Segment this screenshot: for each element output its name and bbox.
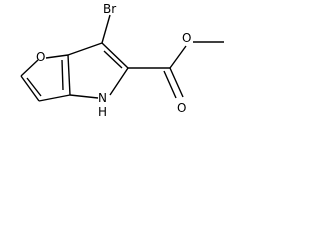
bond-fusion-c3a-c6a bbox=[67, 54, 71, 96]
bond-carbonyl-c-o-double-a bbox=[169, 67, 184, 98]
bond-furan-o-c6a bbox=[45, 54, 69, 59]
bond-pyrrole-c7-c5 bbox=[101, 42, 129, 69]
bond-furan-o-c2 bbox=[20, 59, 39, 77]
atom-carbonyl-oxygen: O bbox=[177, 101, 186, 115]
carbonyl-oxygen-label: O bbox=[177, 101, 186, 115]
pyrrole-nh-hydrogen-label: H bbox=[98, 105, 107, 119]
bond-carbonyl-c-o-double-b bbox=[163, 70, 177, 99]
bond-pyrrole-c5-n bbox=[109, 67, 129, 96]
bond-pyrrole-n-c3a bbox=[69, 94, 99, 99]
atom-bromine: Br bbox=[103, 2, 116, 16]
bond-c7-br bbox=[101, 14, 111, 44]
furan-oxygen-label: O bbox=[36, 50, 45, 64]
bond-carbonyl-c-ester-o bbox=[169, 45, 187, 69]
pyrrole-n-label: N bbox=[98, 91, 107, 105]
bond-furan-c2-c3 bbox=[20, 75, 40, 102]
bromine-label: Br bbox=[103, 2, 116, 16]
bond-fusion-inner bbox=[61, 59, 64, 91]
atom-furan-oxygen: O bbox=[36, 50, 45, 64]
bond-pyrrole-c6a-c7 bbox=[67, 42, 103, 56]
bond-furan-c2-c3-inner bbox=[26, 77, 42, 97]
ester-oxygen-label: O bbox=[182, 31, 191, 45]
bond-pyrrole-c7-c5-inner bbox=[103, 50, 123, 69]
bond-furan-c3-c3a bbox=[38, 94, 71, 102]
atom-ester-oxygen: O bbox=[182, 31, 191, 45]
atom-pyrrole-nitrogen: N H bbox=[98, 91, 107, 119]
chemical-structure: Br O N H O O bbox=[20, 2, 224, 119]
